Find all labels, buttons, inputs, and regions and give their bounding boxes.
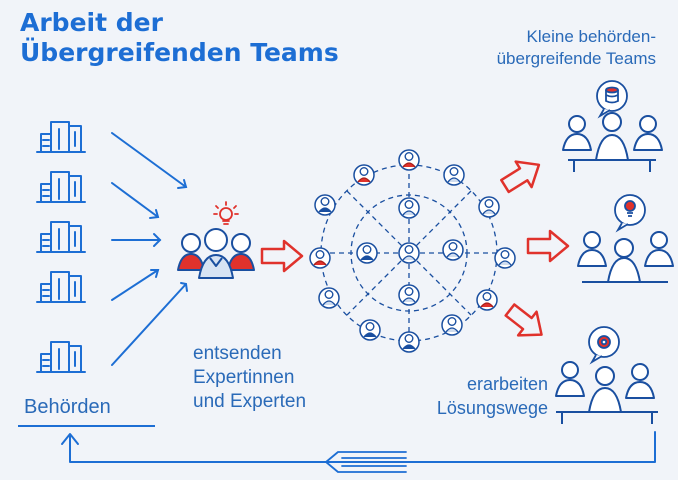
page-title: Arbeit der Übergreifenden Teams (20, 8, 339, 68)
bottom-right-caption-line-2: Lösungswege (436, 398, 548, 418)
idea-lightbulb-icon (213, 201, 239, 225)
buildings-to-experts-arrows (111, 132, 188, 366)
building-icon (36, 271, 86, 303)
building-icon (36, 221, 86, 253)
network-to-team-1-arrow (495, 150, 549, 200)
middle-caption-line-2: Expertinnen (193, 367, 295, 388)
team-meeting-icon (577, 231, 674, 283)
network-to-team-3-arrow (499, 296, 553, 348)
right-caption-line-2: übergreifende Teams (496, 49, 656, 68)
middle-caption: entsenden Expertinnen und Experten (193, 342, 306, 414)
bottom-right-caption: erarbeiten Lösungswege (418, 372, 548, 420)
gear-bubble-icon (588, 326, 620, 365)
bottom-right-caption-line-1: erarbeiten (466, 374, 548, 394)
network-to-team-2-arrow (526, 229, 570, 263)
middle-caption-line-3: und Experten (193, 391, 307, 412)
team-meeting-icon (562, 112, 663, 172)
team-meeting-icon (555, 361, 658, 424)
building-icon (36, 341, 86, 373)
behoerden-label: Behörden (24, 396, 111, 418)
right-caption: Kleine behörden- übergreifende Teams (497, 26, 656, 70)
title-line-1: Arbeit der (20, 8, 163, 37)
building-icon (36, 121, 86, 153)
feedback-arrow (61, 431, 656, 473)
lightbulb-bubble-icon (614, 194, 646, 233)
middle-caption-line-1: entsenden (193, 343, 282, 364)
experts-to-network-arrow (260, 239, 304, 273)
database-bubble-icon (596, 80, 628, 119)
title-line-2: Übergreifenden Teams (20, 38, 339, 67)
expert-group-icon (177, 228, 255, 279)
network-nodes (309, 149, 516, 353)
right-caption-line-1: Kleine behörden- (526, 27, 656, 46)
building-icon (36, 171, 86, 203)
